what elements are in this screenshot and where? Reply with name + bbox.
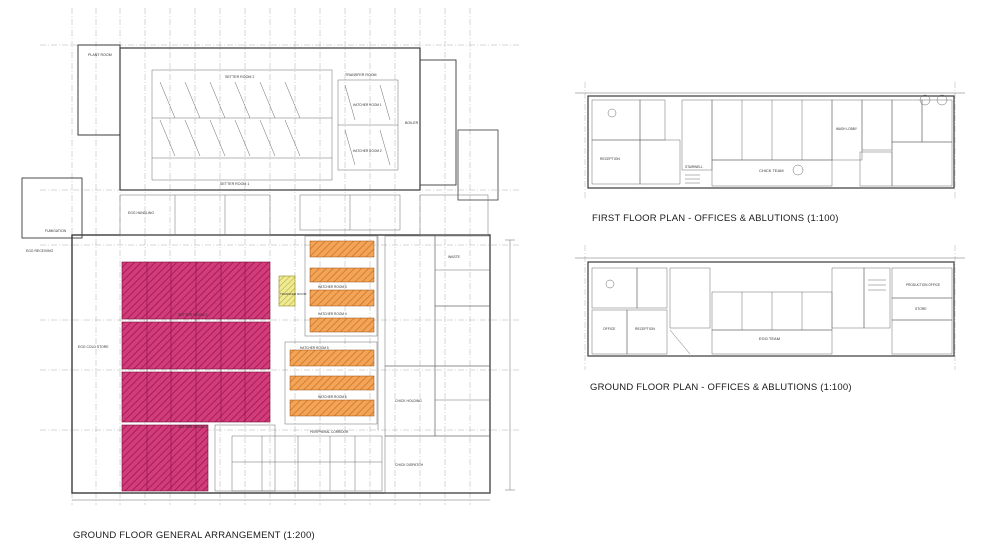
hatcher-room-3-6-area [284, 235, 378, 425]
hatcher-room-1-2-area [337, 79, 399, 171]
label-chick-team: CHICK TEAM [759, 168, 784, 173]
label-hatcher-room-2: HATCHER ROOM 2 [353, 149, 382, 153]
label-hatcher-room-4: HATCHER ROOM 4 [318, 312, 347, 316]
label-peripheral-corridor: PERIPHERAL CORRIDOR [310, 430, 349, 434]
label-transfer-room-small: TRANSFER ROOM [280, 292, 307, 296]
label-hatcher-room-6: HATCHER ROOM 6 [318, 395, 347, 399]
label-chick-dispatch: CHICK DISPATCH [395, 463, 424, 467]
label-office: OFFICE [603, 327, 616, 331]
first-floor-plan: CHICK TEAM RECEPTION STAIRWELL WASH LOBB… [575, 82, 965, 200]
label-egg-handling: EGG HANDLING [128, 211, 154, 215]
label-egg-team: EGG TEAM [759, 336, 780, 341]
label-setter-room-1: SETTER ROOM 1 [220, 182, 249, 186]
label-store: STORE [915, 307, 927, 311]
structural-grid [40, 8, 520, 505]
caption-ground-general-arrangement: GROUND FLOOR GENERAL ARRANGEMENT (1:200) [73, 530, 315, 541]
label-hatcher-room-5: HATCHER ROOM 5 [300, 346, 329, 350]
transfer-room-hatch [278, 275, 296, 307]
setter-block-d [121, 424, 209, 492]
label-egg-cold-store: EGG COLD STORE [78, 345, 109, 349]
general-arrangement-plan: PLANT ROOM SETTER ROOM 2 SETTER ROOM 1 T… [21, 8, 520, 505]
label-waste: WASTE [448, 255, 461, 259]
caption-first-floor-offices: FIRST FLOOR PLAN - OFFICES & ABLUTIONS (… [592, 213, 839, 224]
label-hatcher-room-3: HATCHER ROOM 3 [318, 285, 347, 289]
label-reception-ground: RECEPTION [635, 327, 655, 331]
label-fumigation: FUMIGATION [45, 229, 67, 233]
label-setter-room-3: SETTER ROOM 3 [178, 313, 207, 317]
ground-floor-offices-plan: EGG TEAM PRODUCTION OFFICE OFFICE RECEPT… [575, 245, 965, 370]
label-plant-room: PLANT ROOM [88, 53, 112, 57]
label-reception-first: RECEPTION [600, 157, 620, 161]
label-egg-receiving: EGG RECEIVING [26, 249, 53, 253]
setter-room-3-4-area [121, 261, 271, 492]
label-boiler: BOILER [405, 121, 419, 125]
label-wash-lobby: WASH LOBBY [836, 127, 858, 131]
setter-room-2-area [151, 69, 333, 181]
label-transfer-room: TRANSFER ROOM [345, 73, 377, 77]
caption-ground-floor-offices: GROUND FLOOR PLAN - OFFICES & ABLUTIONS … [590, 382, 852, 393]
label-hatcher-room-1: HATCHER ROOM 1 [353, 103, 382, 107]
label-production-office: PRODUCTION OFFICE [906, 283, 940, 287]
label-stairwell-first: STAIRWELL [685, 165, 703, 169]
label-setter-room-2: SETTER ROOM 2 [225, 75, 254, 79]
label-setter-room-4: SETTER ROOM 4 [178, 425, 207, 429]
label-chick-holding: CHICK HOLDING [395, 399, 422, 403]
